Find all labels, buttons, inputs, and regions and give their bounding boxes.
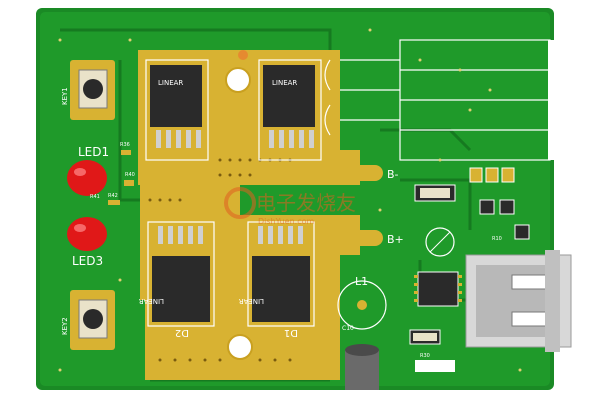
battery-positive-pad [345, 230, 383, 246]
r30 [415, 360, 455, 372]
regulator-u1: LINEAR [145, 59, 209, 161]
r40-label: R40 [125, 172, 135, 178]
potentiometer-wiper [429, 231, 451, 253]
key1-button [83, 79, 103, 99]
inductor-l1-pad [357, 300, 367, 310]
key2-label: KEY2 [61, 317, 69, 335]
watermark-en: DishYuen.com [258, 217, 314, 226]
usb-pin-lower [511, 311, 551, 327]
key2-button [83, 309, 103, 329]
mounting-hole-top [225, 67, 251, 93]
r36-label: R36 [120, 142, 130, 148]
inductor-l1 [337, 280, 387, 330]
led1 [67, 160, 107, 196]
smd-transistor-2 [499, 199, 515, 215]
silk-dots [58, 28, 522, 372]
via-array [148, 158, 292, 362]
battery-negative-pad [345, 165, 383, 181]
d2-label: D2 [175, 327, 189, 338]
regulator-u3: LINEAR D2 [139, 221, 215, 338]
header-connector-outline [324, 39, 551, 161]
c10-label: C10 [342, 325, 354, 332]
r10-label: R10 [492, 236, 502, 242]
capacitor-top [345, 344, 379, 356]
led1-label: LED1 [78, 145, 109, 159]
regulator-u2: LINEAR [258, 59, 322, 161]
r42-label: R42 [108, 193, 118, 199]
smd-cap-3 [501, 167, 515, 183]
smd-transistor-3 [514, 224, 530, 240]
d1-label: D1 [284, 327, 298, 338]
linear-logo-u4: LINEAR [239, 297, 264, 305]
usb-pin-upper [511, 274, 551, 290]
led3 [67, 217, 107, 251]
regulator-u4: LINEAR D1 [239, 221, 315, 338]
main-ic [417, 271, 459, 307]
smd-transistor-1 [479, 199, 495, 215]
b-plus-label: B+ [387, 233, 404, 246]
r30-label: R30 [420, 353, 430, 359]
mounting-hole-bottom [227, 334, 253, 360]
linear-logo-u2: LINEAR [272, 79, 297, 87]
watermark-cn: 电子发烧友 [256, 191, 356, 215]
test-point [238, 50, 248, 60]
smd-cap-2 [485, 167, 499, 183]
key1-label: KEY1 [61, 87, 69, 105]
led3-highlight [74, 224, 86, 232]
smd-cap-1 [469, 167, 483, 183]
r41-label: R41 [90, 194, 100, 200]
led3-label: LED3 [72, 254, 103, 268]
b-minus-label: B- [387, 168, 399, 181]
linear-logo-u3: LINEAR [139, 297, 164, 305]
r40 [124, 180, 134, 186]
ic-sot-body [420, 188, 450, 198]
usb-connector-lip [545, 250, 560, 352]
r42 [108, 200, 120, 205]
r36 [121, 150, 131, 155]
smd-diode-body [413, 333, 437, 341]
linear-logo-u1: LINEAR [158, 79, 183, 87]
capacitor-body [345, 350, 379, 390]
watermark: 电子发烧友 DishYuen.com [224, 187, 356, 226]
header-connector-edge [548, 40, 558, 160]
led1-highlight [74, 168, 86, 176]
potentiometer [425, 227, 455, 257]
